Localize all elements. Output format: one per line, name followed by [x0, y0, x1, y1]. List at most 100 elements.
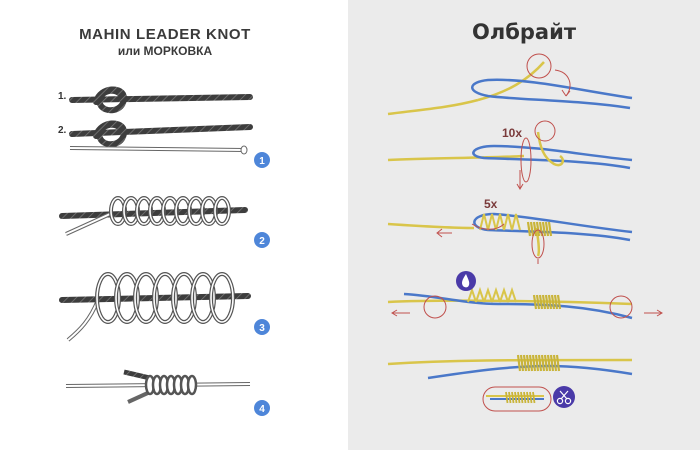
- main-line: [387, 358, 633, 366]
- wrap: [517, 391, 521, 404]
- wrap: [511, 391, 515, 404]
- wrap: [544, 221, 550, 237]
- leader-line: [427, 364, 633, 380]
- marker-circle-left: [423, 295, 447, 319]
- albright-knot-panel: Олбрайт 10x: [348, 0, 700, 450]
- albright-step-4: [387, 271, 663, 320]
- wrap: [522, 354, 528, 372]
- loose-wrap: [499, 286, 509, 303]
- tight-wraps: [467, 286, 562, 310]
- mahin-step-5: 4: [65, 369, 270, 416]
- mahin-step-4: 3: [59, 272, 270, 342]
- mahin-subtitle: или МОРКОВКА: [117, 44, 213, 58]
- finished-knot: [144, 374, 198, 396]
- wrap: [508, 391, 512, 404]
- marker-circle: [526, 53, 552, 79]
- albright-step-1: [387, 53, 633, 116]
- wrap: [546, 354, 552, 372]
- wrap: [550, 294, 556, 310]
- rope-loop: [93, 120, 128, 148]
- row-label-2: 2.: [58, 125, 67, 136]
- leader-coils-large: [95, 272, 235, 324]
- wrap: [534, 354, 540, 372]
- svg-text:3: 3: [259, 323, 265, 334]
- loose-wrap: [483, 286, 493, 303]
- wrap: [549, 354, 555, 372]
- wrap: [514, 391, 518, 404]
- marker-circle: [534, 120, 556, 142]
- mahin-step-3: 2: [59, 196, 270, 248]
- albright-step-2: 10x: [387, 120, 633, 190]
- step-badge-3: [254, 319, 270, 335]
- main-line: [387, 299, 633, 306]
- wrap: [552, 354, 558, 372]
- wrap: [541, 221, 547, 237]
- leader-loop: [473, 212, 633, 242]
- wrap: [532, 294, 538, 310]
- leader-line: [403, 292, 633, 320]
- loose-wrap: [475, 286, 485, 303]
- mahin-illustration: 1. 2. 1 2: [58, 86, 270, 416]
- loose-wrap: [511, 213, 521, 231]
- leader-coils: [109, 196, 231, 226]
- mahin-title: MAHIN LEADER KNOT: [79, 26, 251, 43]
- row-label-1: 1.: [58, 91, 67, 102]
- wrap: [532, 391, 536, 404]
- step-badge-4: [254, 400, 270, 416]
- marker-circle-right: [609, 295, 633, 319]
- loose-wrap: [479, 213, 489, 231]
- wrap: [543, 354, 549, 372]
- wrap: [523, 391, 527, 404]
- wrap: [544, 294, 550, 310]
- albright-step-3: 5x: [387, 197, 633, 264]
- mahin-knot-panel: MAHIN LEADER KNOT или МОРКОВКА 1. 2.: [0, 0, 348, 450]
- wrap: [519, 354, 525, 372]
- leader-loop: [472, 144, 633, 170]
- svg-text:4: 4: [259, 404, 265, 415]
- svg-text:2: 2: [259, 236, 265, 247]
- wrap: [555, 354, 561, 372]
- wrap: [525, 354, 531, 372]
- step-badge-2: [254, 232, 270, 248]
- loose-wrap: [467, 286, 477, 303]
- loose-wrap: [491, 286, 501, 303]
- rope-loop: [93, 86, 128, 114]
- wrap-count-10x: 10x: [502, 126, 522, 140]
- wrap: [547, 221, 553, 237]
- svg-text:1: 1: [259, 156, 265, 167]
- wrap: [541, 294, 547, 310]
- main-line: [387, 154, 525, 162]
- trim-highlight: [482, 386, 552, 412]
- wrap: [516, 354, 522, 372]
- wrap: [529, 221, 535, 237]
- wrap: [540, 354, 546, 372]
- wrap: [553, 294, 559, 310]
- scissors-icon: [553, 386, 575, 408]
- wrap-count-5x: 5x: [484, 197, 498, 211]
- main-line: [387, 98, 479, 116]
- step-badge-1: [254, 152, 270, 168]
- wrap: [526, 391, 530, 404]
- loose-wrap: [507, 286, 517, 303]
- wrap: [505, 391, 509, 404]
- wrap: [529, 391, 533, 404]
- mahin-step-1: 1.: [58, 86, 253, 114]
- coil: [186, 374, 198, 396]
- wrap: [556, 294, 562, 310]
- albright-step-5: [387, 354, 633, 412]
- wrap: [526, 221, 532, 237]
- wrap: [535, 294, 541, 310]
- finished-wraps: [516, 354, 561, 372]
- wrap: [535, 221, 541, 237]
- leader-loop: [471, 78, 633, 110]
- wrap: [520, 391, 524, 404]
- wrap: [532, 221, 538, 237]
- albright-illustration: 10x 5x: [387, 53, 663, 412]
- wrap: [547, 294, 553, 310]
- wrap: [537, 354, 543, 372]
- wrap: [538, 294, 544, 310]
- loose-wrap: [487, 213, 497, 231]
- loose-wrap: [503, 213, 513, 231]
- main-line: [387, 222, 475, 230]
